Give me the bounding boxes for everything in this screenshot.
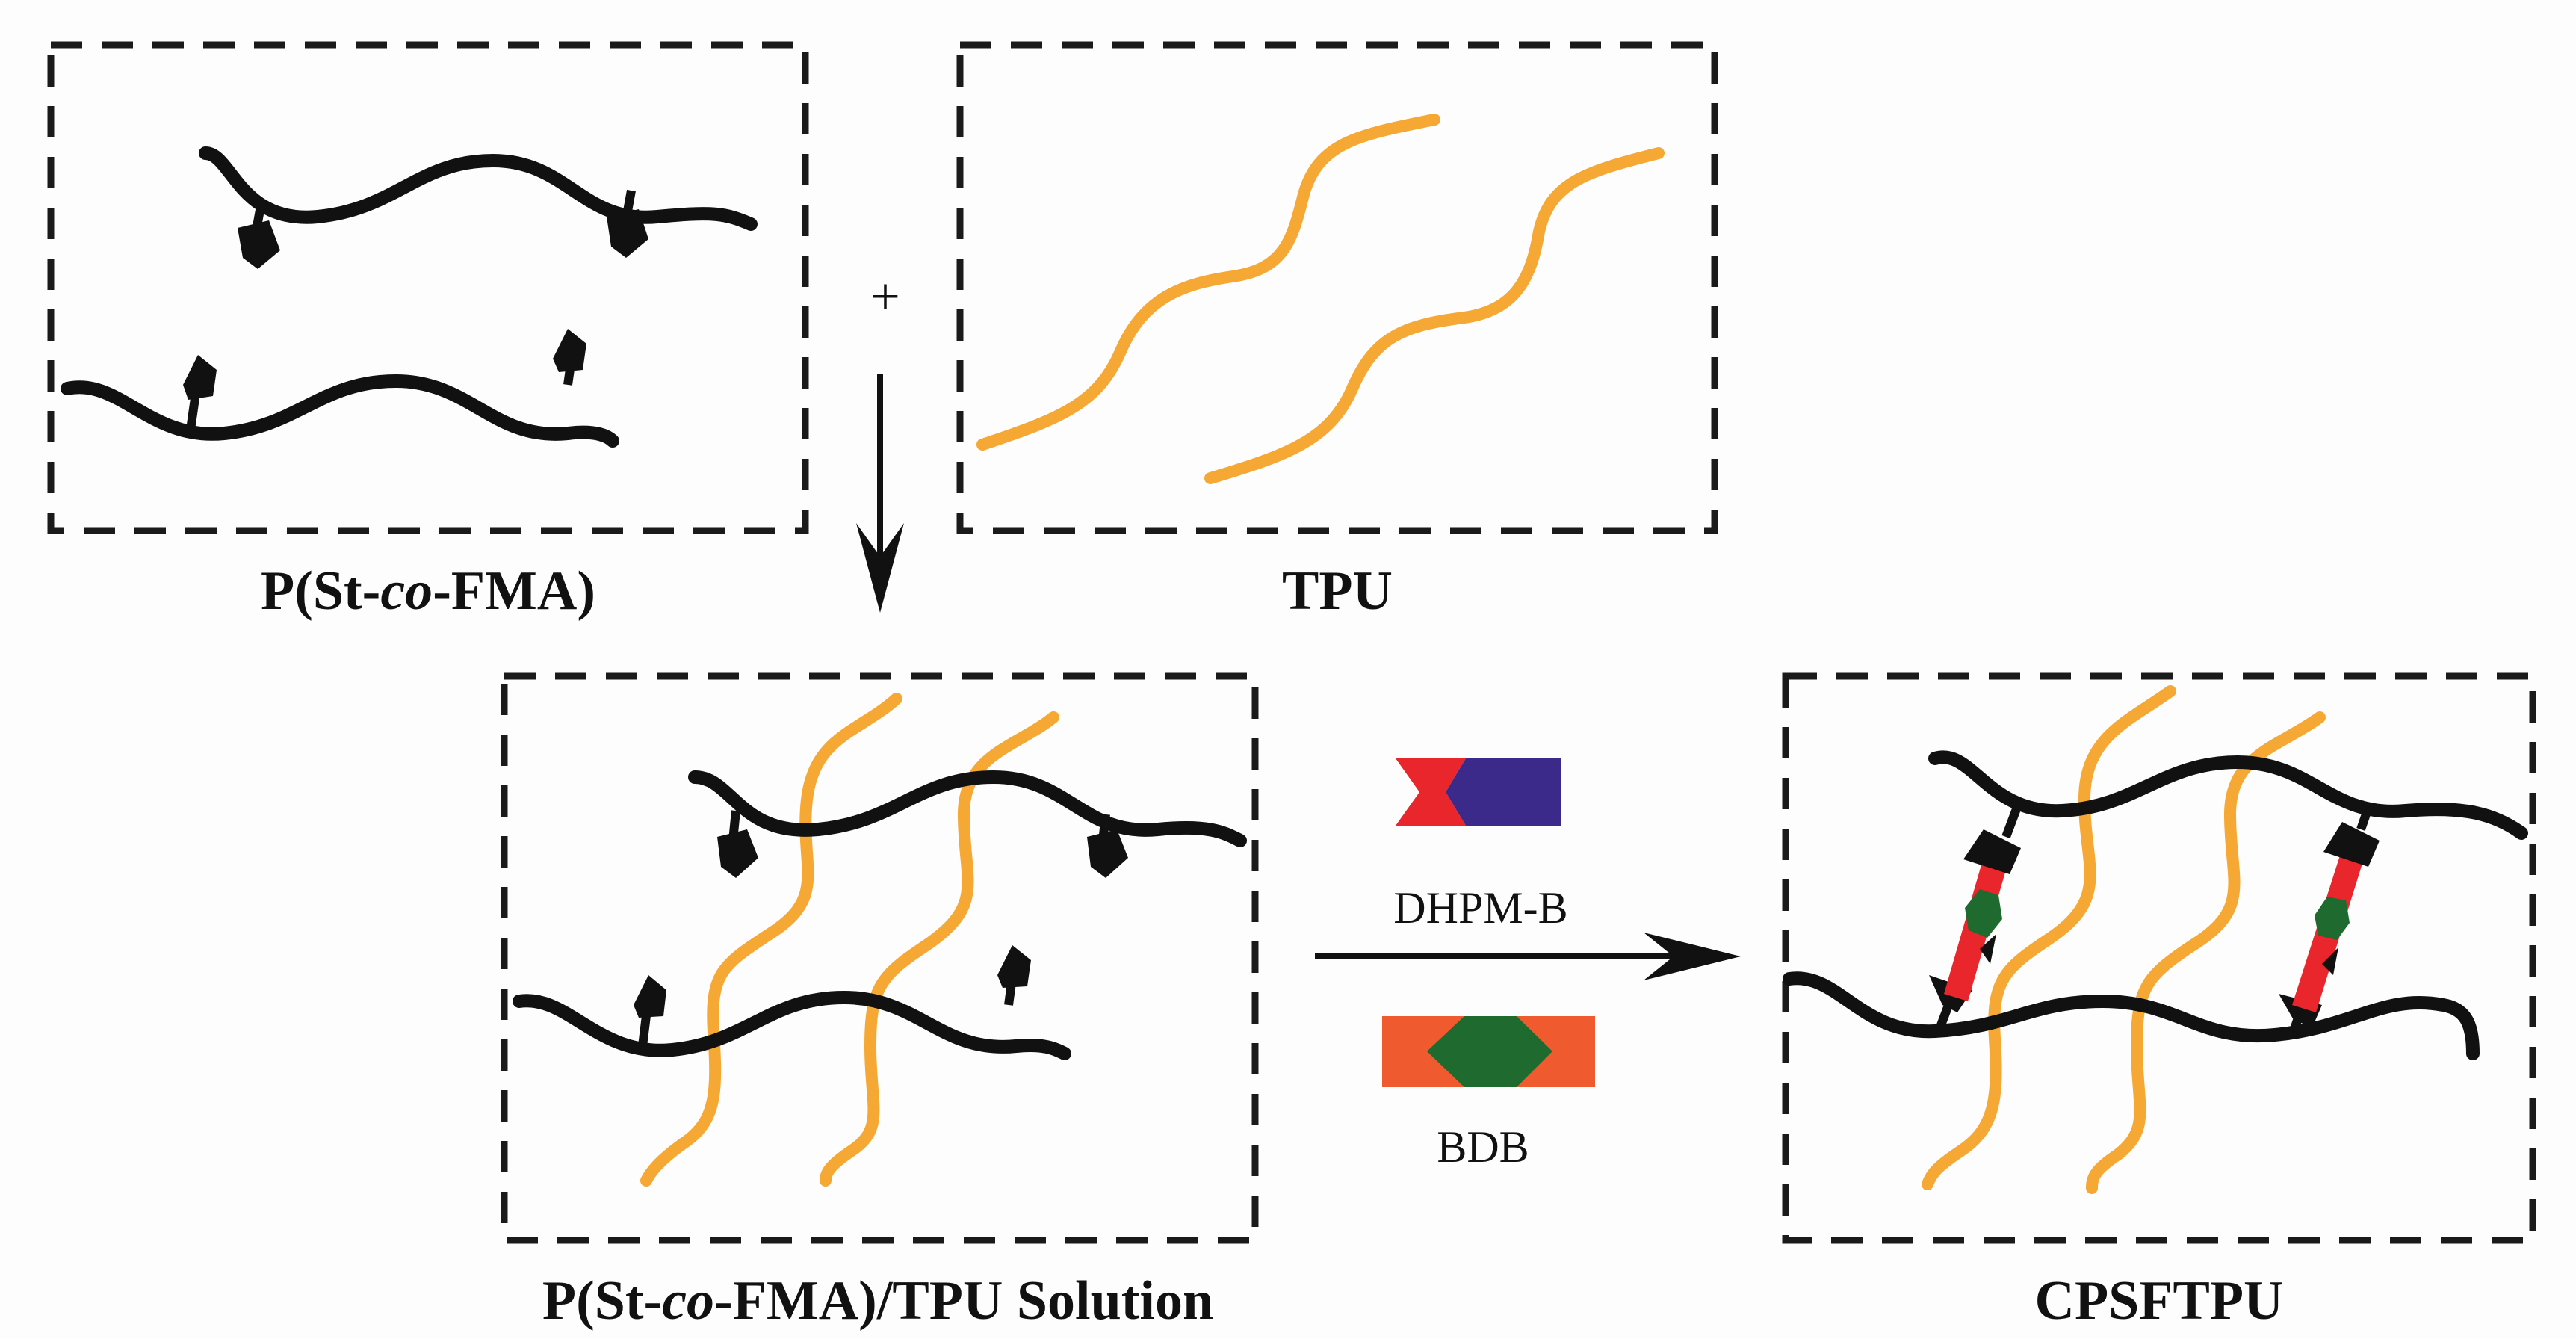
tpu-panel-title: TPU xyxy=(1282,560,1393,622)
furan-pendant-icon xyxy=(553,329,586,372)
dhpm-b-label: DHPM-B xyxy=(1393,883,1567,933)
tpu-chain xyxy=(1922,685,2176,1190)
tpu-chain xyxy=(640,693,902,1187)
copolymer-chain-bottom xyxy=(1783,971,2480,1060)
furan-pendant-icon xyxy=(607,209,648,258)
hexagon-adduct-icon xyxy=(1965,889,2002,938)
product-panel-box xyxy=(1782,672,2536,1244)
tpu-chain xyxy=(2086,711,2326,1194)
furan-pendant-icon xyxy=(238,220,280,269)
plus-sign: + xyxy=(870,268,900,326)
bdb-icon xyxy=(1382,1016,1595,1087)
furan-pendant-icon xyxy=(634,975,666,1018)
reaction-arrow xyxy=(1315,933,1741,980)
furan-pendant-icon xyxy=(997,945,1031,988)
bdb-label: BDB xyxy=(1437,1122,1529,1172)
tpu-chain xyxy=(1204,147,1665,484)
furan-pendant-icon xyxy=(717,829,758,878)
copolymer-chain-top xyxy=(199,146,758,269)
tpu-chain xyxy=(976,114,1440,451)
copolymer-chain-top xyxy=(1928,750,2528,840)
product-panel-title: CPSFTPU xyxy=(2035,1270,2284,1332)
copolymer-chain-bottom xyxy=(61,329,619,448)
furan-pendant-icon xyxy=(1087,829,1128,878)
down-arrow xyxy=(856,374,904,613)
diels-alder-crosslink-right xyxy=(2279,802,2380,1033)
copolymer-panel-title: P(St-co-FMA) xyxy=(261,560,595,622)
hexagon-adduct-icon xyxy=(2315,897,2350,940)
dhpm-b-icon xyxy=(1396,758,1561,826)
tpu-panel-box xyxy=(956,41,1718,534)
diels-alder-crosslink-left xyxy=(1929,805,2022,1033)
copolymer-chain-bottom xyxy=(513,945,1071,1060)
furan-pendant-icon xyxy=(183,355,217,400)
copolymer-chain-top xyxy=(688,770,1247,878)
solution-panel-box xyxy=(501,672,1259,1244)
solution-panel-title: P(St-co-FMA)/TPU Solution xyxy=(542,1270,1213,1332)
copolymer-panel-box xyxy=(47,41,809,534)
